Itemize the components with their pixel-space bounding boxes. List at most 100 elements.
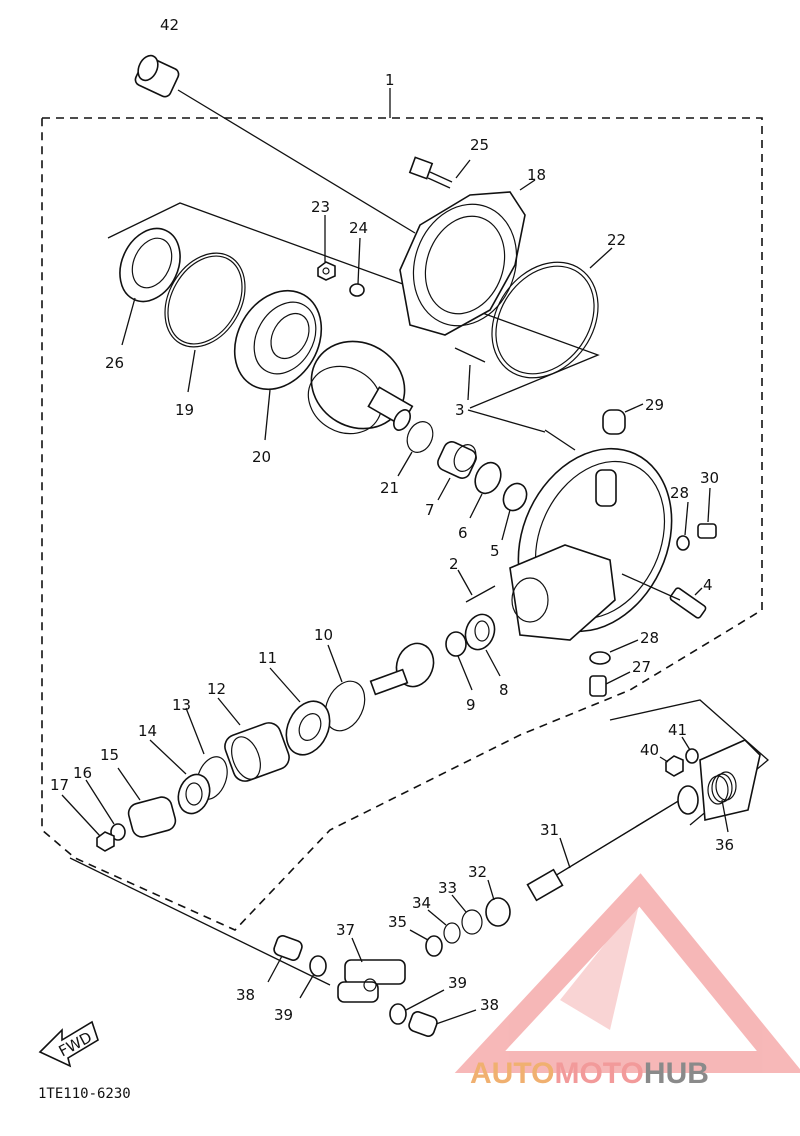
leader-7 bbox=[437, 477, 451, 501]
part-4-pin bbox=[669, 587, 707, 619]
callout-39-left: 39 bbox=[274, 1006, 293, 1024]
callout-30: 30 bbox=[700, 469, 719, 487]
part-39-circlip-right bbox=[389, 1003, 407, 1025]
callout-32: 32 bbox=[468, 863, 487, 881]
part-39-circlip-left bbox=[309, 955, 327, 977]
subgroup-outline-lower bbox=[69, 857, 331, 986]
watermark-logo-icon bbox=[454, 873, 800, 1073]
part-6-washer bbox=[474, 461, 502, 495]
callout-15: 15 bbox=[100, 746, 119, 764]
callout-25: 25 bbox=[470, 136, 489, 154]
leader-4 bbox=[694, 587, 703, 596]
callout-42: 42 bbox=[160, 16, 179, 34]
leader-33 bbox=[451, 894, 467, 913]
callout-28-upper: 28 bbox=[670, 484, 689, 502]
part-9-bushing bbox=[445, 631, 467, 657]
callout-28-lower: 28 bbox=[640, 629, 659, 647]
callout-13: 13 bbox=[172, 696, 191, 714]
part-2-stud bbox=[465, 585, 496, 603]
leader-37 bbox=[351, 937, 363, 963]
callout-8: 8 bbox=[499, 681, 509, 699]
leader-10 bbox=[327, 644, 343, 683]
callout-6: 6 bbox=[458, 524, 468, 542]
leader-11 bbox=[269, 667, 301, 703]
part-42-bushing bbox=[134, 54, 180, 98]
callout-22: 22 bbox=[607, 231, 626, 249]
part-38-bushing-right bbox=[408, 1011, 438, 1037]
part-14-oil-seal bbox=[177, 773, 211, 815]
part-32-bearing bbox=[485, 897, 511, 927]
leader-19 bbox=[187, 349, 196, 393]
callout-9: 9 bbox=[466, 696, 476, 714]
part-17-nut bbox=[96, 831, 115, 852]
part-10-shim bbox=[324, 680, 366, 732]
callout-5: 5 bbox=[490, 542, 500, 560]
leader-34 bbox=[427, 909, 447, 926]
leader-3 bbox=[467, 364, 471, 401]
leader-14 bbox=[149, 739, 187, 775]
leader-24 bbox=[357, 237, 361, 285]
callout-16: 16 bbox=[73, 764, 92, 782]
part-30-bolt bbox=[697, 523, 717, 539]
part-5-bushing bbox=[502, 482, 528, 512]
subgroup-outline-upper bbox=[107, 202, 600, 409]
part-19-o-ring bbox=[164, 252, 246, 348]
assembly-outline bbox=[41, 117, 763, 931]
callout-37: 37 bbox=[336, 921, 355, 939]
callout-labels: 42 1 25 18 23 24 22 26 19 20 3 29 21 7 6… bbox=[50, 16, 734, 1024]
leader-8 bbox=[485, 649, 501, 677]
part-ring-gear bbox=[307, 340, 414, 435]
fwd-arrow-icon bbox=[38, 1020, 99, 1068]
leader-36 bbox=[721, 799, 729, 833]
callout-7: 7 bbox=[425, 501, 435, 519]
callout-36: 36 bbox=[715, 836, 734, 854]
leader-28b bbox=[609, 639, 639, 653]
watermark-brand: AUTOMOTOHUB bbox=[470, 1057, 709, 1090]
part-24-washer bbox=[349, 283, 365, 297]
diagram-code: 1TE110-6230 bbox=[38, 1086, 131, 1102]
part-drive-pinion bbox=[369, 642, 435, 696]
leader-5 bbox=[501, 509, 511, 541]
part-35-seal bbox=[425, 935, 443, 957]
leader-21 bbox=[397, 451, 413, 477]
leader-20 bbox=[264, 389, 271, 441]
watermark-part-moto: MOTO bbox=[554, 1057, 643, 1090]
callout-20: 20 bbox=[252, 448, 271, 466]
callout-1: 1 bbox=[385, 71, 395, 89]
part-40-nut bbox=[665, 755, 684, 777]
part-3-stud bbox=[454, 347, 576, 451]
callout-10: 10 bbox=[314, 626, 333, 644]
leader-30 bbox=[707, 487, 711, 523]
leader-3b bbox=[467, 409, 546, 433]
leader-31 bbox=[559, 837, 571, 869]
part-26-oil-seal bbox=[119, 227, 181, 303]
callout-38-right: 38 bbox=[480, 996, 499, 1014]
callout-34: 34 bbox=[412, 894, 431, 912]
callout-31: 31 bbox=[540, 821, 559, 839]
leader-28a bbox=[684, 501, 689, 536]
part-15-coupling bbox=[127, 796, 177, 838]
callout-29: 29 bbox=[645, 396, 664, 414]
leader-13 bbox=[185, 707, 205, 755]
part-21-shim bbox=[406, 421, 434, 453]
callout-33: 33 bbox=[438, 879, 457, 897]
leader-35 bbox=[409, 929, 429, 941]
callout-3: 3 bbox=[455, 401, 465, 419]
callout-38-left: 38 bbox=[236, 986, 255, 1004]
part-final-gear-case bbox=[509, 447, 673, 641]
callout-40: 40 bbox=[640, 741, 659, 759]
leader-38b bbox=[435, 1009, 477, 1025]
leader-12 bbox=[217, 697, 241, 726]
leader-18 bbox=[519, 179, 536, 191]
part-11-bearing bbox=[285, 700, 331, 756]
callout-26: 26 bbox=[105, 354, 124, 372]
callout-12: 12 bbox=[207, 680, 226, 698]
leader-39b bbox=[405, 989, 445, 1011]
part-38-bushing-left bbox=[273, 935, 303, 961]
leader-39a bbox=[299, 973, 315, 999]
part-19-o-ring-inner bbox=[167, 255, 243, 345]
callout-14: 14 bbox=[138, 722, 157, 740]
part-29-cap bbox=[602, 409, 626, 435]
part-34-circlip bbox=[443, 922, 461, 944]
